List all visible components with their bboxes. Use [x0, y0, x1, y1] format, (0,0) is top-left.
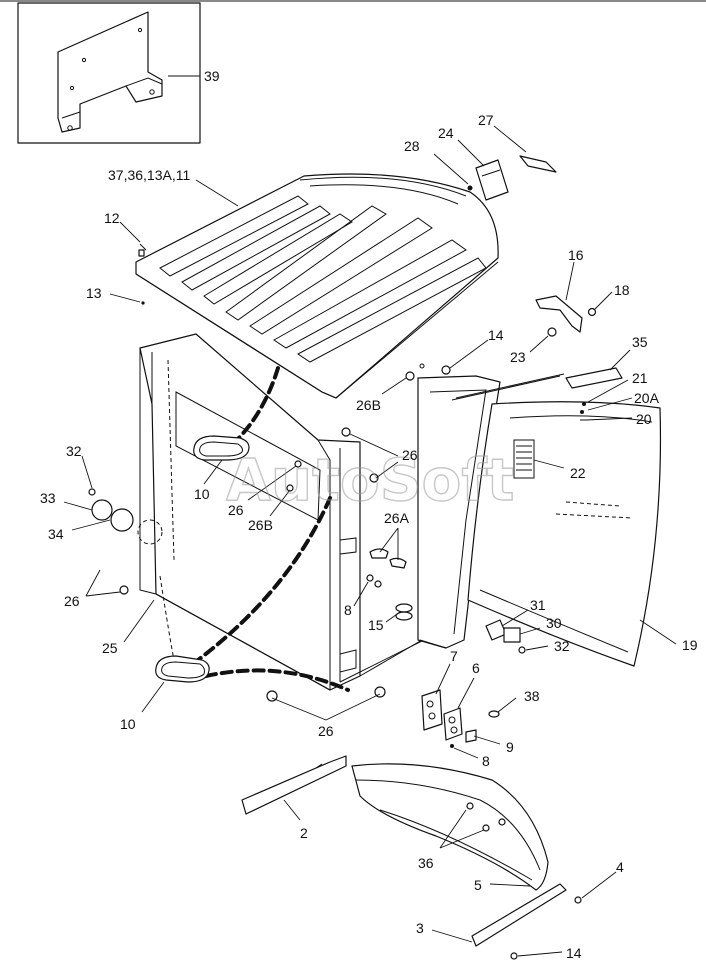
- label-26-bottom: 26: [318, 723, 334, 739]
- door-strut: [451, 375, 561, 401]
- label-28: 28: [404, 138, 420, 154]
- label-20: 20: [636, 411, 652, 427]
- label-25: 25: [102, 640, 118, 656]
- label-14-top: 14: [488, 327, 504, 343]
- label-15: 15: [368, 617, 384, 633]
- label-9: 9: [506, 739, 514, 755]
- label-36: 36: [418, 855, 434, 871]
- label-16: 16: [568, 247, 584, 263]
- label-6: 6: [472, 660, 480, 676]
- inset-box-bracket-39: [17, 2, 201, 144]
- label-27: 27: [478, 112, 494, 128]
- leader-lines: [63, 75, 677, 957]
- label-4: 4: [616, 859, 624, 875]
- watermark: AutoSoft: [226, 446, 514, 514]
- hardware-parts: [88, 155, 623, 748]
- label-19: 19: [682, 637, 698, 653]
- fender-assembly: [241, 755, 582, 960]
- label-26-mid: 26: [228, 502, 244, 518]
- label-10-upper: 10: [194, 486, 210, 502]
- label-7: 7: [450, 648, 458, 664]
- label-34: 34: [48, 526, 64, 542]
- label-32-right: 32: [554, 638, 570, 654]
- label-18: 18: [614, 282, 630, 298]
- label-20a: 20A: [634, 390, 660, 406]
- label-31: 31: [530, 597, 546, 613]
- label-14-bottom: 14: [566, 945, 582, 961]
- label-35: 35: [632, 334, 648, 350]
- door-19: [467, 401, 662, 667]
- label-23: 23: [510, 349, 526, 365]
- label-13: 13: [86, 285, 102, 301]
- label-22: 22: [570, 465, 586, 481]
- label-32-left: 32: [66, 443, 82, 459]
- label-33: 33: [40, 490, 56, 506]
- label-26b-top: 26B: [356, 397, 381, 413]
- label-39: 39: [204, 68, 220, 84]
- label-30: 30: [546, 615, 562, 631]
- label-26-left: 26: [64, 593, 80, 609]
- label-38: 38: [524, 688, 540, 704]
- label-8-mid: 8: [344, 602, 352, 618]
- seal-10-upper: [193, 435, 250, 461]
- label-26b-mid: 26B: [248, 517, 273, 533]
- side-harness: [196, 496, 332, 662]
- label-5: 5: [474, 877, 482, 893]
- roof-panel: [135, 173, 499, 399]
- label-3: 3: [416, 920, 424, 936]
- seal-10-lower: [155, 655, 210, 683]
- label-10-lower: 10: [120, 716, 136, 732]
- label-21: 21: [632, 370, 648, 386]
- callout-labels: 39 37,36,13A,11 12 13 28 24 27 16 18 14 …: [40, 68, 698, 961]
- label-26a: 26A: [384, 510, 410, 526]
- vent-grille-22: [513, 439, 535, 479]
- label-24: 24: [438, 125, 454, 141]
- label-8-lower: 8: [482, 753, 490, 769]
- label-12: 12: [104, 210, 120, 226]
- lower-harness: [204, 668, 350, 692]
- label-2: 2: [300, 825, 308, 841]
- label-37-36-13a-11: 37,36,13A,11: [108, 167, 190, 183]
- label-26-top: 26: [402, 447, 418, 463]
- cab-frame: [137, 333, 501, 691]
